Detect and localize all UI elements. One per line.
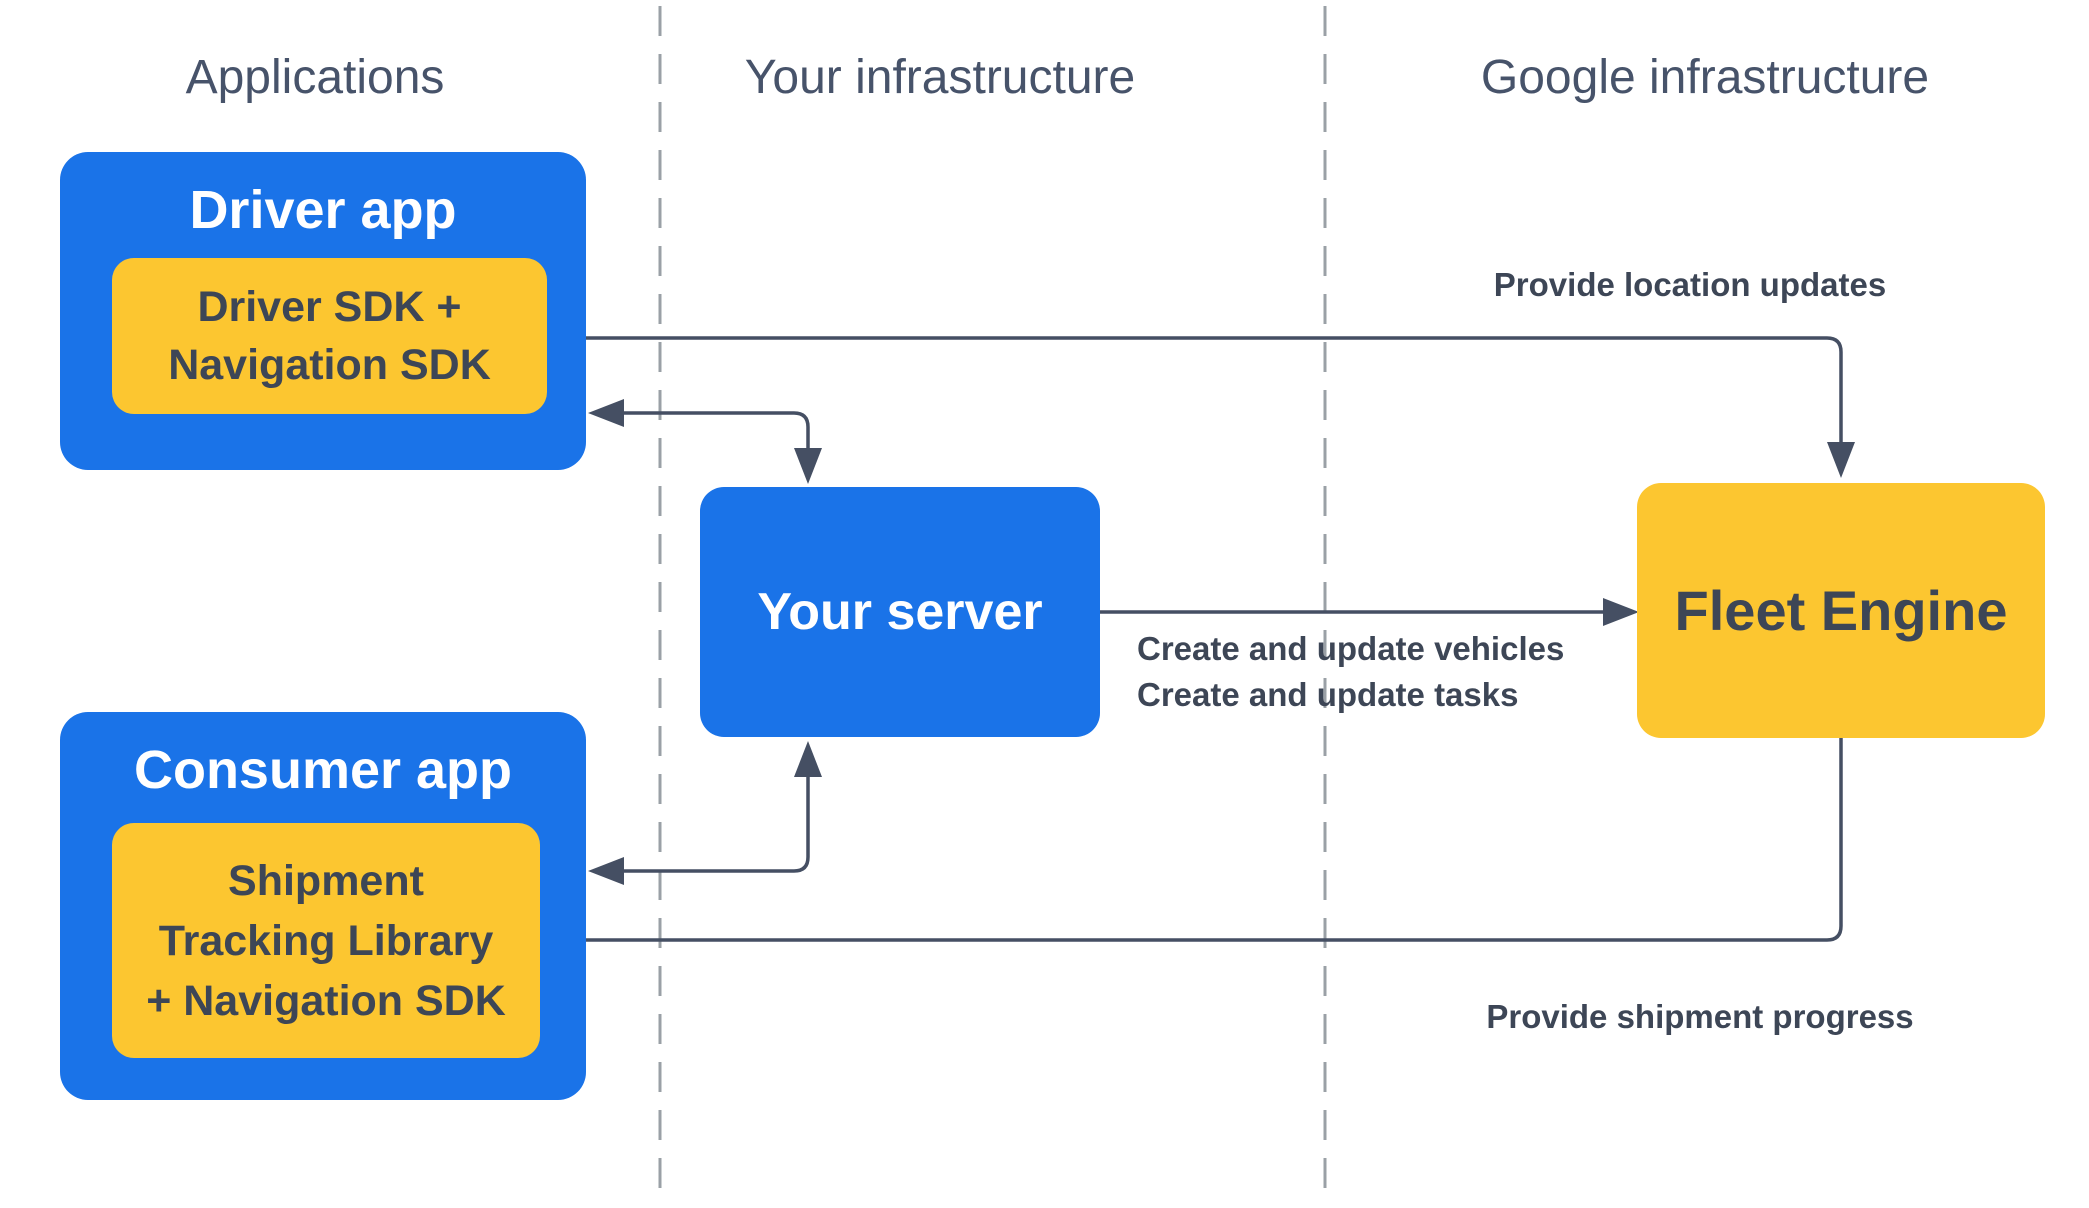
driver-sdk-label-line2: Navigation SDK [168,341,491,389]
consumer-app-title: Consumer app [133,740,513,800]
column-header-google-infrastructure: Google infrastructure [1480,51,1930,104]
fleet-engine-box: Fleet Engine [1637,483,2045,738]
arrow-consumer-server [588,741,822,885]
arrowhead-into-server-top [794,448,822,484]
arrow-server-fleet [1100,598,1639,626]
arrowhead-into-fleet-engine-left [1603,598,1639,626]
label-create-and-update: Create and update vehicles Create and up… [1137,626,1564,718]
label-create-update-vehicles: Create and update vehicles [1137,630,1565,667]
column-header-your-infrastructure: Your infrastructure [744,51,1136,104]
column-header-applications: Applications [185,51,445,104]
arrow-location-updates [549,324,1855,478]
shipment-library-label-line2: Tracking Library [158,916,494,965]
arrowhead-into-driver-app [588,399,624,427]
arrowhead-into-fleet-engine-top [1827,442,1855,478]
arrow-driver-server [588,399,822,484]
fleet-engine-title: Fleet Engine [1674,579,2008,642]
your-server-box: Your server [700,487,1100,737]
label-provide-shipment-progress: Provide shipment progress [1486,998,1914,1035]
driver-sdk-label: Driver SDK + Navigation SDK [168,278,491,394]
shipment-tracking-library-box: Shipment Tracking Library + Navigation S… [112,823,540,1058]
arrowhead-into-consumer-app [588,857,624,885]
shipment-library-label-line1: Shipment [228,856,424,905]
driver-sdk-box: Driver SDK + Navigation SDK [112,258,547,414]
driver-app-title: Driver app [189,180,457,240]
arrow-shipment-progress [543,738,1843,954]
label-provide-location-updates: Provide location updates [1493,266,1887,303]
arrowhead-into-server-bottom [794,741,822,777]
label-create-update-tasks: Create and update tasks [1137,676,1519,713]
shipment-library-label-line3: + Navigation SDK [146,976,506,1025]
your-server-title: Your server [757,583,1043,641]
shipment-tracking-library-label: Shipment Tracking Library + Navigation S… [146,851,506,1031]
driver-sdk-label-line1: Driver SDK + [197,283,462,331]
